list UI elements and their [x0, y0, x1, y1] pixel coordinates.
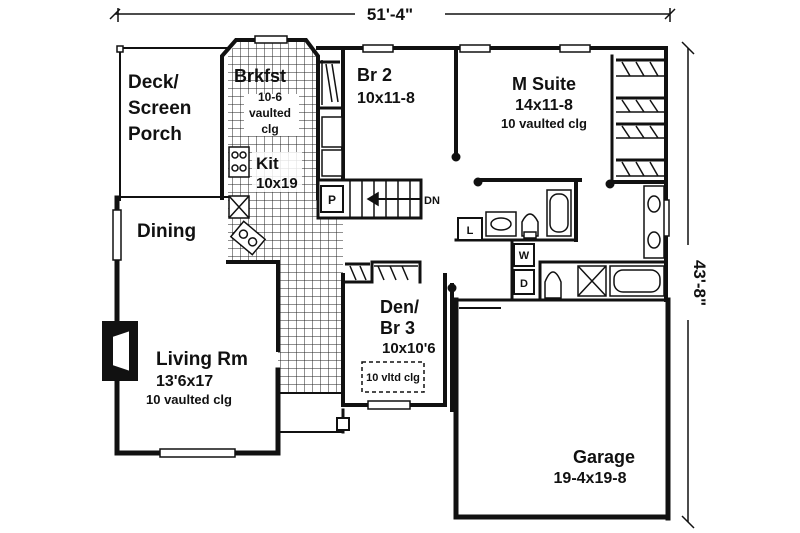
stair-down-label: DN [424, 195, 440, 207]
brkfst-note-2: clg [261, 122, 278, 136]
closet-br2 [320, 60, 340, 105]
den-ceiling-outline [361, 361, 425, 393]
washer-label: W [519, 250, 530, 262]
depth-dimension-label: 43'-8" [690, 260, 709, 306]
windows [112, 35, 670, 458]
kitchen-fixtures [228, 116, 343, 256]
den-name: Den/ [380, 297, 419, 317]
door-marks [447, 152, 615, 293]
linen-label: L [467, 225, 474, 237]
br2-name: Br 2 [357, 65, 392, 85]
den-size: 10x10'6 [382, 340, 436, 357]
dryer-label: D [520, 278, 528, 290]
deck-label-3: Porch [128, 124, 182, 145]
depth-dimension-line [681, 41, 695, 529]
living-name: Living Rm [156, 349, 248, 370]
msuite-name: M Suite [512, 74, 576, 94]
stair-treads [320, 180, 420, 218]
bath-fixtures [457, 185, 665, 299]
living-size: 13'6x17 [156, 373, 213, 390]
closets [320, 58, 664, 281]
den-name-2: Br 3 [380, 318, 415, 338]
msuite-note: 10 vaulted clg [501, 116, 587, 131]
living-note: 10 vaulted clg [146, 392, 232, 407]
brkfst-note-1: vaulted [249, 106, 291, 120]
br2-size: 10x11-8 [357, 90, 415, 107]
msuite-size: 14x11-8 [515, 97, 573, 114]
pantry-label: P [328, 193, 336, 207]
kit-label-panel [252, 152, 302, 192]
closet-msuite-top [616, 58, 664, 77]
den-note: 10 vltd clg [366, 372, 420, 384]
fireplace-icon [102, 321, 138, 381]
garage-size: 19-4x19-8 [554, 470, 627, 487]
deck-label-1: Deck/ [128, 72, 179, 93]
kit-size: 10x19 [256, 175, 298, 192]
brkfst-name: Brkfst [234, 66, 286, 86]
deck-label-2: Screen [128, 98, 191, 119]
garage-name: Garage [573, 447, 635, 467]
closet-den [345, 262, 418, 281]
brkfst-label-panel [244, 94, 299, 136]
brkfst-size: 10-6 [258, 90, 282, 104]
closet-msuite-bottom [616, 158, 664, 177]
closet-msuite-mid [616, 96, 664, 139]
width-dimension-label: 51'-4" [367, 5, 413, 24]
kit-name: Kit [256, 154, 279, 173]
dining-name: Dining [137, 221, 196, 242]
width-dimension-line [109, 8, 676, 22]
